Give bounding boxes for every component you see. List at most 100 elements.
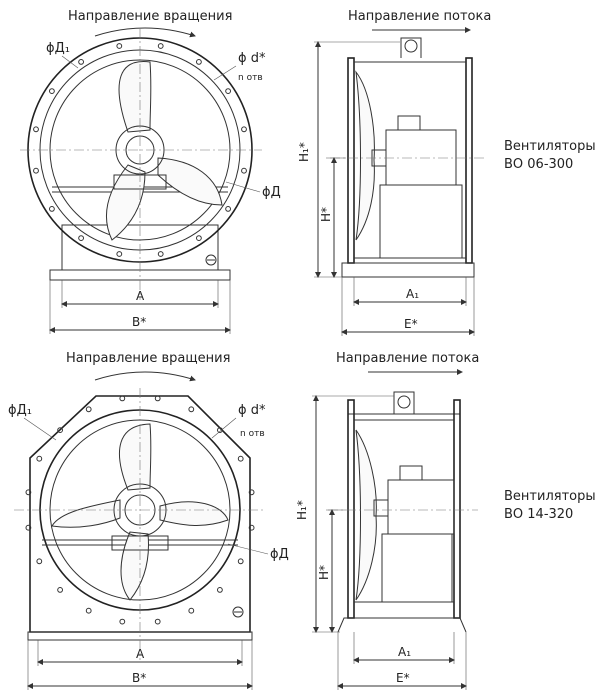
bottom-d-hole-label: ϕ d* — [238, 403, 266, 418]
bottom-bolt-hole — [217, 587, 223, 593]
bottom-bolt-hole — [57, 587, 63, 593]
bottom-front-view: Направление вращения ϕД₁ ϕ d* n отв ϕД — [8, 351, 289, 690]
top-dim-a1-label: А₁ — [406, 287, 419, 301]
bottom-bolt-hole — [119, 395, 126, 402]
bottom-side-view: Направление потока H₁* H* А₁ Е* Вентилят… — [295, 351, 596, 690]
bottom-rotation-label: Направление вращения — [66, 351, 230, 366]
bottom-bolt-hole — [188, 406, 195, 413]
top-bolt-hole — [196, 235, 202, 242]
top-rotation-arrow — [94, 27, 196, 38]
bottom-bolt-hole — [154, 618, 161, 625]
top-bolt-hole — [225, 206, 232, 212]
top-d-label: ϕД — [262, 185, 281, 200]
bottom-inlet-flange — [347, 399, 355, 619]
top-bolt-hole — [49, 206, 55, 212]
bottom-bolt-hole — [85, 406, 92, 413]
bottom-blade-4 — [120, 531, 149, 601]
bottom-series-line1: Вентиляторы — [504, 489, 596, 504]
top-flow-label: Направление потока — [348, 9, 491, 24]
top-bolt-hole — [116, 251, 123, 257]
top-blade-3 — [105, 164, 146, 241]
bottom-motor-stand — [381, 533, 453, 603]
bottom-dim-a-label: А — [136, 647, 145, 661]
bottom-base-side — [337, 617, 467, 633]
top-inlet-flange — [347, 57, 355, 264]
bottom-blade-side — [355, 429, 377, 601]
top-bolt-hole — [33, 167, 39, 174]
bottom-lifting-lug — [393, 391, 415, 414]
bottom-bolt-hole — [25, 524, 32, 531]
bottom-d1-leader — [23, 417, 57, 441]
top-dim-h-label: H* — [319, 207, 333, 222]
top-bolt-hole — [33, 126, 39, 133]
top-bolt-hole — [196, 59, 202, 65]
top-bolt-hole — [157, 43, 164, 49]
bottom-d-label: ϕД — [270, 547, 289, 562]
bottom-bolt-hole — [36, 455, 43, 462]
top-series-line2: ВО 06-300 — [504, 157, 573, 172]
top-dim-h1-label: H₁* — [297, 142, 311, 162]
top-base-side — [341, 262, 475, 278]
bottom-bolt-hole — [188, 607, 195, 614]
bottom-dim-h1-label: H₁* — [295, 500, 309, 520]
top-dim-a-label: А — [136, 289, 145, 303]
bottom-dim-h-label: H* — [317, 565, 331, 580]
bottom-bolt-hole — [57, 427, 63, 434]
bottom-n-holes-label: n отв — [240, 429, 265, 439]
bottom-lifting-eye — [397, 395, 411, 409]
top-dim-e-label: Е* — [404, 317, 418, 331]
top-d1-label: ϕД₁ — [46, 41, 70, 56]
top-flange-holes — [33, 43, 247, 257]
bottom-bolt-hole — [248, 489, 255, 496]
bottom-flange-holes — [25, 395, 255, 625]
top-side-view: Направление потока H₁* H* А₁ — [297, 9, 596, 336]
bottom-dim-b-label: В* — [132, 671, 146, 685]
top-motor-box — [397, 115, 421, 131]
bottom-motor-body — [387, 479, 455, 535]
top-bolt-hole — [157, 251, 164, 257]
bottom-bolt-hole — [248, 524, 255, 531]
bottom-bolt-hole — [154, 395, 161, 402]
bottom-rotation-arrow — [94, 371, 196, 382]
top-bolt-hole — [241, 167, 247, 174]
top-outlet-flange — [465, 57, 473, 264]
bottom-motor-shaft — [373, 499, 389, 517]
bottom-d1-label: ϕД₁ — [8, 403, 32, 418]
bottom-bolt-hole — [85, 607, 92, 614]
top-bolt-hole — [78, 59, 84, 65]
top-d-hole-label: ϕ d* — [238, 51, 266, 66]
top-blade-side — [355, 70, 375, 241]
top-bolt-hole — [116, 43, 123, 49]
top-bolt-hole — [241, 126, 247, 133]
bottom-bolt-hole — [36, 558, 43, 565]
top-blade-1 — [118, 61, 152, 133]
bottom-blade-2 — [159, 501, 229, 526]
bottom-motor-box — [399, 465, 423, 481]
bottom-dim-e-label: Е* — [396, 671, 410, 685]
top-d-leader — [225, 181, 261, 193]
bottom-series-line2: ВО 14-320 — [504, 507, 573, 522]
top-d-hole-leader — [213, 65, 237, 81]
bottom-dim-a1-label: А₁ — [398, 645, 411, 659]
bottom-bolt-hole — [237, 558, 244, 565]
top-front-view: Направление вращения ϕД₁ ϕ d* n отв — [20, 9, 281, 334]
top-bolt-hole — [49, 88, 55, 94]
top-lifting-lug — [400, 37, 422, 58]
top-motor-stand — [379, 184, 463, 259]
top-bolt-hole — [78, 235, 84, 242]
bottom-outlet-flange — [453, 399, 461, 619]
top-series-line1: Вентиляторы — [504, 139, 596, 154]
bottom-bolt-hole — [237, 455, 244, 462]
top-rotation-label: Направление вращения — [68, 9, 232, 24]
top-d1-leader — [61, 55, 79, 69]
top-n-holes-label: n отв — [238, 73, 263, 83]
bottom-bolt-hole — [25, 489, 32, 496]
bottom-bolt-hole — [217, 427, 223, 434]
bottom-ground-symbol — [232, 606, 244, 618]
top-ground-symbol — [205, 254, 217, 266]
bottom-bolt-hole — [119, 618, 126, 625]
top-lifting-eye — [404, 39, 418, 53]
top-dim-b-label: В* — [132, 315, 146, 329]
bottom-d-hole-leader — [211, 417, 237, 439]
